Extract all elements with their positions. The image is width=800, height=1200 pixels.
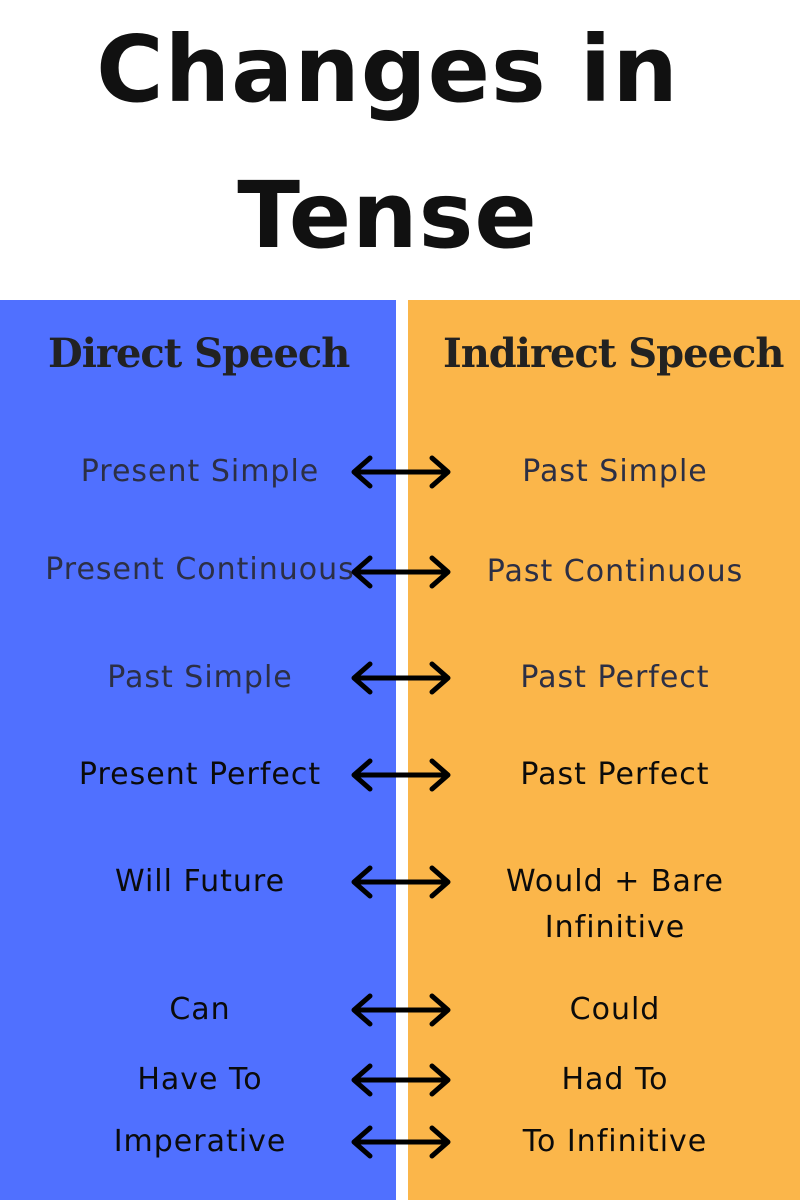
- indirect-tense-past-perfect-2: Past Perfect: [520, 757, 710, 792]
- indirect-tense-past-simple: Past Simple: [522, 454, 708, 489]
- direct-speech-panel: [0, 300, 396, 1200]
- indirect-speech-heading: Indirect Speech: [443, 330, 784, 377]
- page-title-line-1: Changes in: [96, 16, 679, 123]
- double-arrow-icon: [351, 1063, 451, 1097]
- direct-tense-past-simple: Past Simple: [107, 660, 293, 695]
- double-arrow-icon: [351, 758, 451, 792]
- direct-tense-present-perfect: Present Perfect: [78, 757, 322, 792]
- direct-tense-will-future: Will Future: [114, 864, 286, 899]
- direct-modal-have-to: Have To: [137, 1062, 263, 1097]
- double-arrow-icon: [351, 555, 451, 589]
- indirect-to-infinitive: To Infinitive: [522, 1124, 708, 1159]
- direct-tense-present-continuous: Present Continuous: [45, 552, 355, 587]
- indirect-speech-panel: [408, 300, 800, 1200]
- indirect-modal-had-to: Had To: [561, 1062, 669, 1097]
- direct-tense-present-simple: Present Simple: [80, 454, 320, 489]
- indirect-tense-past-continuous: Past Continuous: [486, 554, 744, 589]
- page-title-line-2: Tense: [237, 162, 538, 269]
- direct-mood-imperative: Imperative: [113, 1124, 287, 1159]
- indirect-modal-could: Could: [569, 992, 661, 1027]
- indirect-tense-would-bare-infinitive: Would + Bare Infinitive: [506, 864, 724, 945]
- double-arrow-icon: [351, 1125, 451, 1159]
- double-arrow-icon: [351, 865, 451, 899]
- double-arrow-icon: [351, 661, 451, 695]
- double-arrow-icon: [351, 993, 451, 1027]
- double-arrow-icon: [351, 455, 451, 489]
- direct-speech-heading: Direct Speech: [48, 330, 350, 377]
- indirect-tense-past-perfect: Past Perfect: [520, 660, 710, 695]
- direct-modal-can: Can: [169, 992, 231, 1027]
